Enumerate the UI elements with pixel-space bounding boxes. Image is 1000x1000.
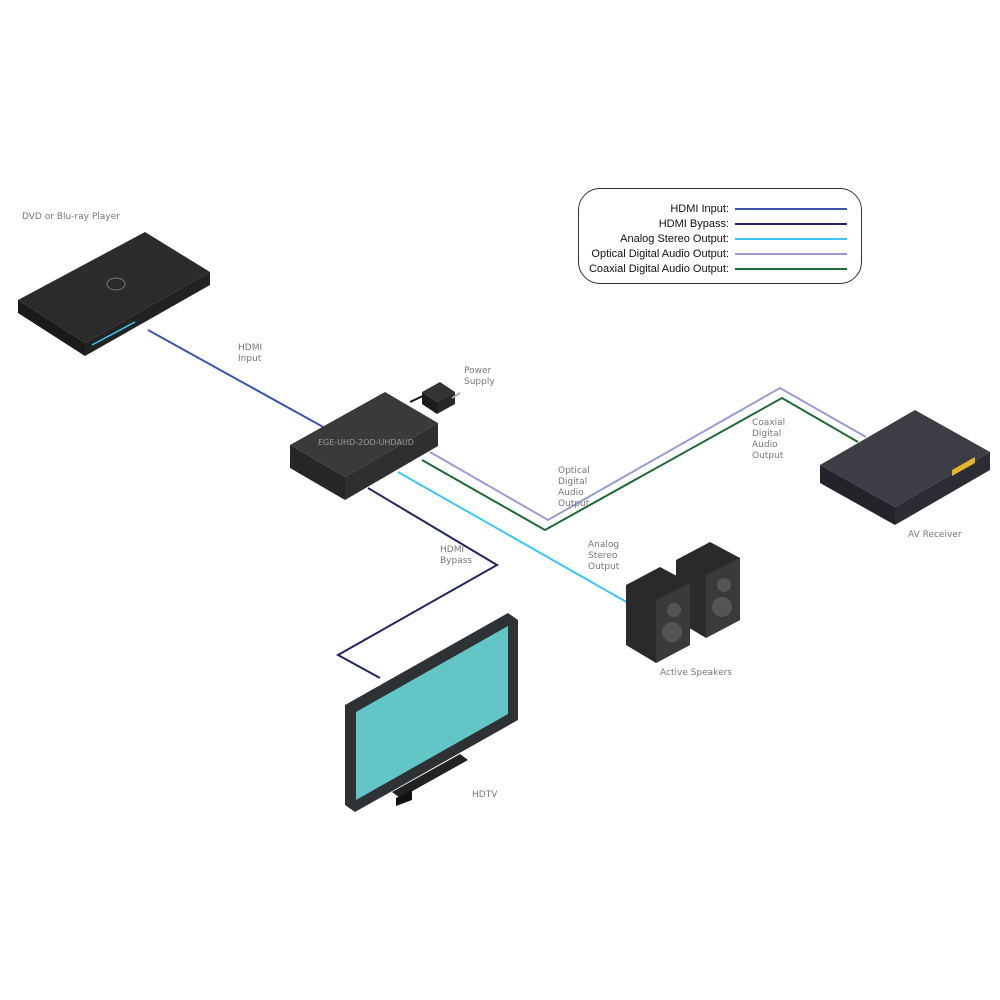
legend-item: Coaxial Digital Audio Output:: [579, 261, 847, 276]
optical-label-2: Digital: [558, 477, 588, 487]
legend-swatch: [735, 267, 847, 270]
power-label-2: Supply: [464, 377, 495, 387]
coaxial-label-1: Coaxial: [752, 418, 786, 428]
legend-item: HDMI Bypass:: [579, 216, 847, 231]
hdmi-input-label-2: Input: [238, 354, 262, 364]
legend-label: Coaxial Digital Audio Output:: [588, 262, 729, 275]
legend-swatch: [735, 207, 847, 210]
optical-label-4: Output: [558, 499, 590, 509]
optical-cable: [429, 386, 867, 522]
legend-swatch: [735, 222, 847, 225]
power-supply: [422, 382, 461, 414]
tv-label-text: HDTV: [472, 790, 498, 800]
hdtv: [345, 613, 518, 812]
active-speakers: [626, 542, 740, 663]
analog-stereo-cable: [397, 471, 631, 605]
optical-label-1: Optical: [558, 466, 590, 476]
extractor-model: EGE-UHD-2OD-UHDAUD: [318, 438, 414, 447]
coaxial-label-3: Audio: [752, 440, 778, 450]
hdmi-input-label-1: HDMI: [238, 343, 263, 353]
av-receiver: [820, 410, 990, 525]
legend-label: HDMI Input:: [670, 202, 729, 215]
speakers-label: Active Speakers: [660, 668, 732, 679]
legend-label: Analog Stereo Output:: [620, 232, 729, 245]
receiver-label-text: AV Receiver: [908, 530, 962, 540]
legend-label: Optical Digital Audio Output:: [591, 247, 729, 260]
player-label: DVD or Blu-ray Player: [22, 212, 120, 223]
legend: HDMI Input: HDMI Bypass: Analog Stereo O…: [578, 188, 862, 284]
hdmi-bypass-cable: [335, 487, 499, 679]
tv-label: HDTV: [472, 790, 497, 801]
bypass-label-1: HDMI: [440, 545, 465, 555]
analog-label-2: Stereo: [588, 551, 618, 561]
coaxial-cable: [421, 396, 859, 532]
bypass-label-2: Bypass: [440, 556, 473, 566]
receiver-label: AV Receiver: [908, 530, 962, 541]
analog-label-1: Analog: [588, 540, 620, 550]
speakers-label-text: Active Speakers: [660, 668, 732, 678]
legend-item: Analog Stereo Output:: [579, 231, 847, 246]
legend-swatch: [735, 237, 847, 240]
power-label-1: Power: [464, 366, 492, 376]
dvd-player: [18, 232, 210, 356]
analog-label-3: Output: [588, 562, 620, 572]
legend-swatch: [735, 252, 847, 255]
legend-label: HDMI Bypass:: [658, 217, 729, 230]
player-label-text: DVD or Blu-ray Player: [22, 212, 120, 222]
legend-item: Optical Digital Audio Output:: [579, 246, 847, 261]
coaxial-label-2: Digital: [752, 429, 782, 439]
legend-item: HDMI Input:: [579, 201, 847, 216]
coaxial-label-4: Output: [752, 451, 784, 461]
hdmi-input-cable: [147, 329, 326, 429]
optical-label-3: Audio: [558, 488, 584, 498]
audio-extractor: [290, 392, 438, 500]
